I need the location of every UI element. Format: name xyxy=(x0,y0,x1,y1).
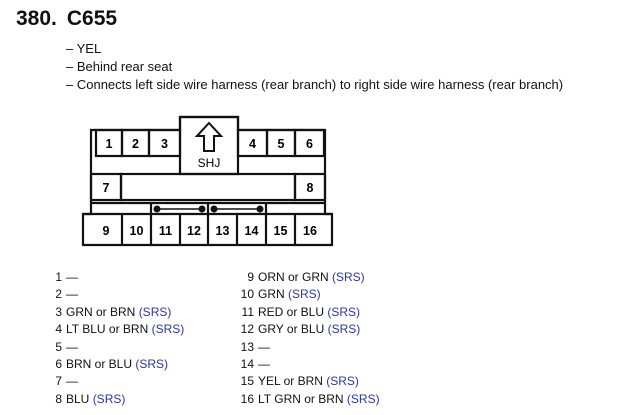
pin-row: 2— xyxy=(55,287,78,302)
cavity-label: 5 xyxy=(278,137,285,151)
cavity-label: 8 xyxy=(307,181,314,195)
housing-label: SHJ xyxy=(198,156,221,170)
connector-title: 380. C655 xyxy=(16,7,117,31)
cavity-label: 7 xyxy=(103,181,110,195)
pin-row: 1— xyxy=(55,270,78,284)
up-arrow-icon xyxy=(194,121,224,152)
cavity-label: 9 xyxy=(103,224,110,238)
cavity-label: 16 xyxy=(303,224,317,238)
connector-notes: YEL Behind rear seat Connects left side … xyxy=(66,40,564,94)
note-color: YEL xyxy=(66,40,563,58)
connector-number: 380. xyxy=(16,7,57,30)
cavity-label: 11 xyxy=(159,224,172,238)
cavity-8 xyxy=(293,172,327,202)
cavity-label: 2 xyxy=(132,137,139,151)
cavity-label: 10 xyxy=(130,224,144,238)
pin-row: 13— xyxy=(240,339,270,354)
cavity-label: 12 xyxy=(187,224,201,238)
shorting-bar-dot xyxy=(210,205,218,213)
cavity-label: 13 xyxy=(216,224,230,238)
shorting-bar-dot xyxy=(256,205,264,213)
cavity-label: 15 xyxy=(274,224,288,238)
pin-row: 5— xyxy=(55,339,78,354)
cavity-label: 14 xyxy=(245,224,259,238)
connector-code: C655 xyxy=(66,7,118,30)
middle-blank xyxy=(119,172,297,202)
pin-row: 14— xyxy=(240,357,270,372)
cavity-6 xyxy=(293,128,326,158)
cavity-label: 6 xyxy=(306,137,313,151)
shorting-bar-dot xyxy=(153,205,161,213)
note-connects: Connects left side wire harness (rear br… xyxy=(66,76,563,94)
note-location: Behind rear seat xyxy=(66,58,563,76)
cavity-label: 3 xyxy=(161,137,168,151)
shorting-bar-dot xyxy=(198,205,206,213)
cavity-label: 1 xyxy=(106,137,113,151)
pin-row: 7— xyxy=(55,374,78,389)
cavity-label: 4 xyxy=(249,137,256,151)
